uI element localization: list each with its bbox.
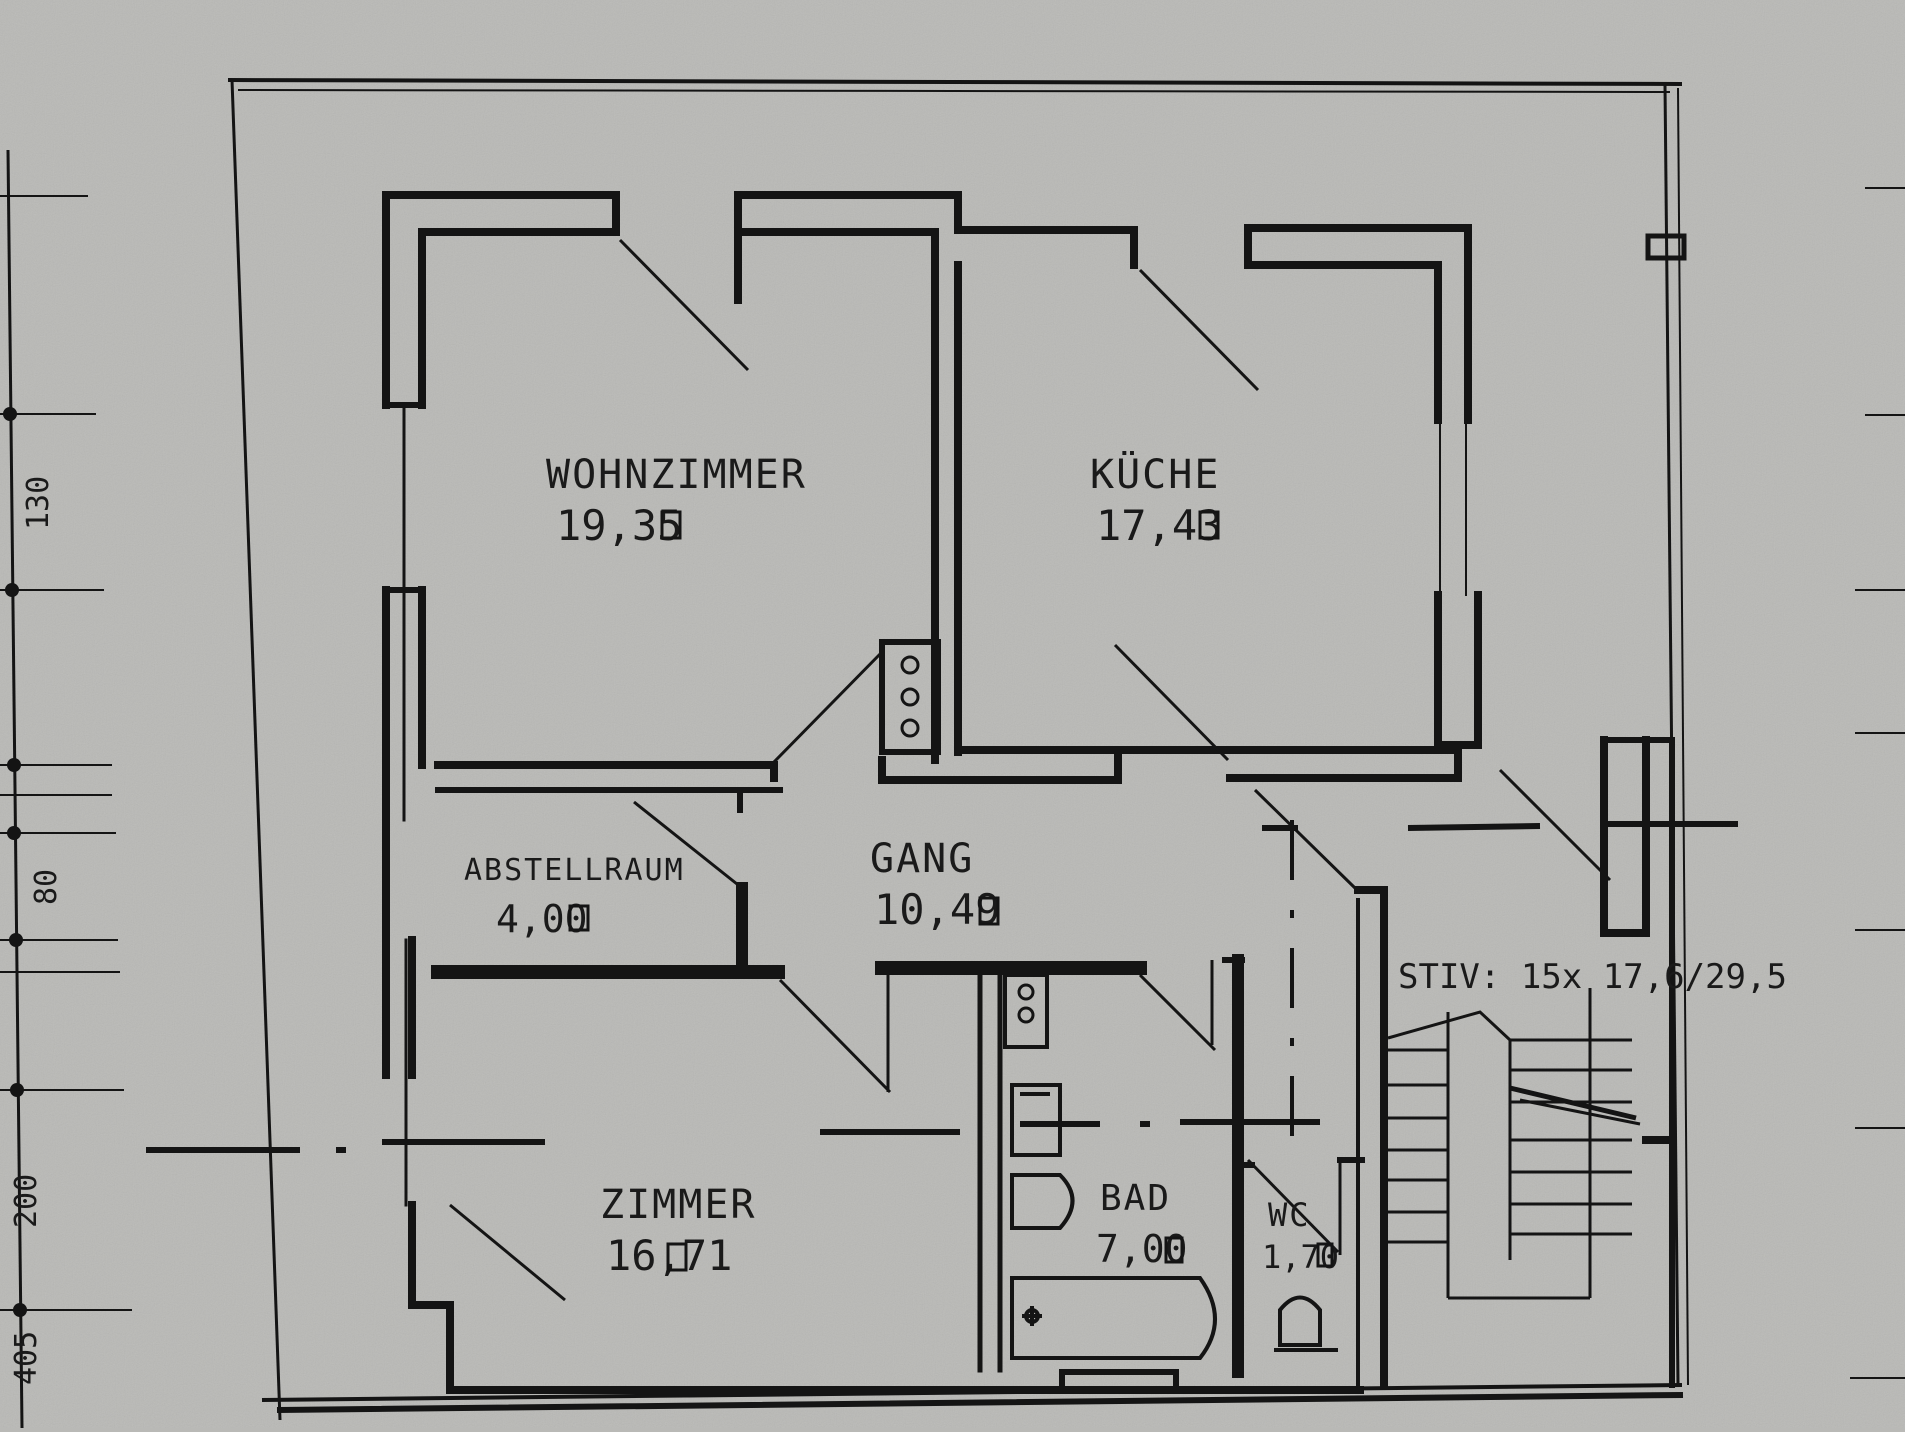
room-name-kueche: KÜCHE [1090, 450, 1220, 498]
room-area-kueche: 17,43 [1096, 501, 1222, 550]
area-unit-icon [1198, 510, 1220, 540]
bathroom-fixtures [1010, 1083, 1338, 1360]
dimension-labels: 130 80 200 405 [9, 476, 64, 1385]
interior-walls [431, 639, 1462, 1392]
left-dimension-chain [0, 149, 132, 1429]
area-unit-icon [568, 904, 590, 932]
stair-label: STIV: 15x 17,6/29,5 [1398, 957, 1787, 997]
area-unit-icon [978, 896, 1000, 926]
area-unit-icon [660, 510, 682, 540]
toilet-wc [1278, 1295, 1322, 1347]
bathtub [1010, 1276, 1217, 1360]
door-swings [449, 238, 1612, 1302]
dimension-label: 130 [21, 476, 56, 530]
dimension-label: 200 [9, 1174, 44, 1228]
room-name-abstellraum: ABSTELLRAUM [464, 853, 685, 888]
right-dimension-ticks [1850, 187, 1905, 1379]
room-name-gang: GANG [870, 836, 974, 882]
room-area-abstellraum: 4,00 [496, 897, 588, 941]
area-unit-icon [1316, 1242, 1334, 1268]
outer-walls [276, 191, 1684, 1414]
dimension-label: 80 [29, 869, 64, 905]
area-unit-icon [666, 1242, 688, 1272]
room-labels: WOHNZIMMER 19,35 KÜCHE 17,43 ABSTELLRAUM… [464, 450, 1787, 1280]
stair-treads [1386, 988, 1641, 1300]
section-lines [146, 820, 1738, 1153]
room-name-zimmer: ZIMMER [600, 1182, 757, 1228]
toilet-bad [1010, 1173, 1075, 1230]
dimension-label: 405 [9, 1331, 44, 1385]
room-name-wc: WC [1268, 1196, 1311, 1234]
room-name-wohnzimmer: WOHNZIMMER [546, 452, 807, 498]
sink [1010, 1083, 1062, 1157]
area-unit-icon [1164, 1236, 1184, 1264]
room-area-bad: 7,00 [1096, 1227, 1188, 1271]
room-name-bad: BAD [1100, 1178, 1171, 1219]
